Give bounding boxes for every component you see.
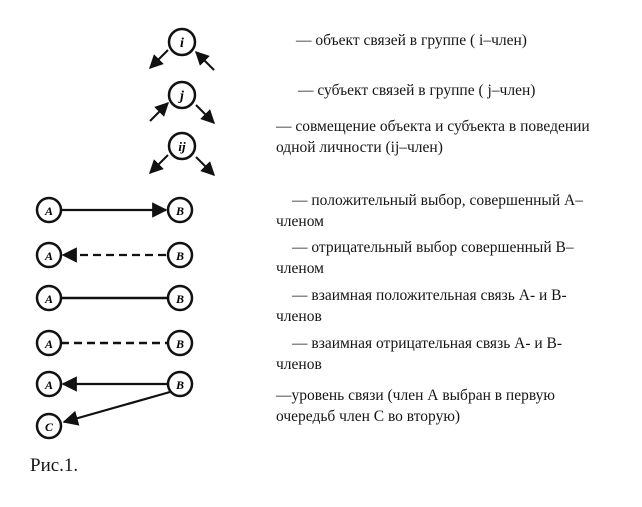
legend-ij-member: — совмещение объекта и субъекта в поведе… (276, 118, 590, 156)
node-label-b: B (175, 292, 184, 306)
node-label-b: B (175, 249, 184, 263)
connection-level-symbol: A B C (35, 370, 194, 440)
node-label-ij: ij (178, 139, 186, 154)
legend-i-member: — объект связей в группе ( i–член) (296, 32, 527, 49)
node-label-a: A (44, 378, 53, 392)
ij-member-symbol: ij (149, 131, 215, 176)
legend-mutual-positive: — взаимная положительная связь А- и В- ч… (276, 287, 567, 325)
node-label-b: B (175, 378, 184, 392)
i-member-symbol: i (149, 27, 215, 71)
negative-choice-symbol: A B (35, 241, 194, 269)
node-label-a: A (44, 292, 53, 306)
legend-j-member: — субъект связей в группе ( j–член) (298, 82, 536, 99)
j-member-symbol: j (149, 80, 215, 124)
mutual-negative-symbol: A B (35, 329, 194, 357)
node-label-b: B (175, 337, 184, 351)
node-label-b: B (175, 204, 184, 218)
figure-caption: Рис.1. (30, 455, 79, 476)
legend-negative-choice: — отрицательный выбор совершенный В–член… (276, 239, 574, 277)
node-label-a: A (44, 249, 53, 263)
mutual-positive-symbol: A B (35, 284, 194, 312)
node-label-a: A (44, 204, 53, 218)
node-label-c: C (45, 420, 54, 434)
legend-mutual-negative: — взаимная отрицательная связь А- и В- ч… (276, 335, 563, 373)
positive-choice-symbol: A B (35, 196, 194, 224)
node-label-j: j (178, 89, 184, 104)
legend-connection-level: —уровень связи (член А выбран в первую о… (276, 387, 555, 425)
node-label-a: A (44, 337, 53, 351)
legend-positive-choice: — положительный выбор, совершенный А–чле… (276, 192, 583, 230)
node-label-i: i (180, 36, 184, 51)
